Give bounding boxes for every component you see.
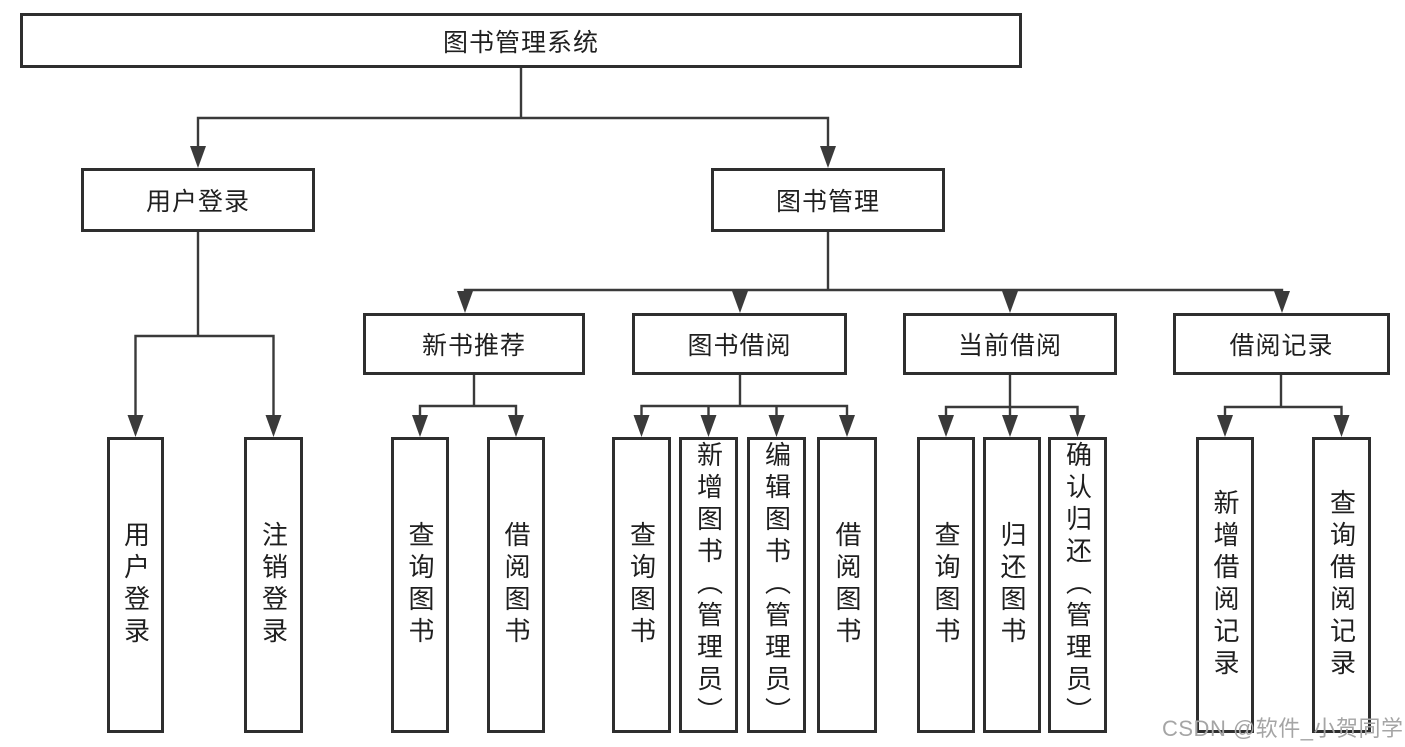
diagram-node-leaf-query-book-2-label: 查询图书 — [626, 521, 657, 649]
diagram-node-leaf-query-book-3: 查询图书 — [917, 437, 975, 733]
diagram-node-borrow-record: 借阅记录 — [1173, 313, 1390, 375]
connector-root-to-level1 — [190, 66, 836, 168]
connector-book-mgmt-to-level2 — [457, 230, 1290, 313]
diagram-node-new-book-rec-label: 新书推荐 — [421, 332, 526, 360]
diagram-node-book-mgmt-label: 图书管理 — [775, 188, 880, 216]
diagram-node-leaf-logout: 注销登录 — [244, 437, 303, 733]
diagram-node-leaf-add-book-label: 新增图书（管理员） — [693, 441, 724, 729]
connector-current-borrow-to-children — [938, 373, 1086, 437]
diagram-node-current-borrow-label: 当前借阅 — [957, 332, 1062, 360]
diagram-node-leaf-query-borrow-record-label: 查询借阅记录 — [1326, 489, 1357, 681]
diagram-node-leaf-user-login: 用户登录 — [107, 437, 164, 733]
diagram-node-leaf-confirm-return-label: 确认归还（管理员） — [1062, 441, 1093, 729]
diagram-node-book-mgmt: 图书管理 — [711, 168, 945, 232]
diagram-node-book-borrow-label: 图书借阅 — [687, 332, 792, 360]
diagram-node-leaf-return-book-label: 归还图书 — [997, 521, 1027, 649]
connector-borrow-record-to-children — [1217, 373, 1350, 437]
diagram-node-new-book-rec: 新书推荐 — [363, 313, 585, 375]
connector-new-book-rec-to-children — [412, 373, 524, 437]
diagram-node-leaf-return-book: 归还图书 — [983, 437, 1041, 733]
diagram-node-leaf-borrow-book-2: 借阅图书 — [817, 437, 877, 733]
diagram-node-leaf-confirm-return: 确认归还（管理员） — [1048, 437, 1107, 733]
diagram-node-leaf-query-book-1: 查询图书 — [391, 437, 449, 733]
diagram-node-leaf-query-book-2: 查询图书 — [612, 437, 671, 733]
diagram-node-book-borrow: 图书借阅 — [632, 313, 847, 375]
diagram-node-leaf-add-borrow-record: 新增借阅记录 — [1196, 437, 1254, 733]
diagram-node-leaf-query-book-3-label: 查询图书 — [931, 521, 961, 649]
diagram-node-leaf-edit-book: 编辑图书（管理员） — [747, 437, 806, 733]
diagram-node-leaf-add-book: 新增图书（管理员） — [679, 437, 738, 733]
diagram-node-leaf-borrow-book-1: 借阅图书 — [487, 437, 545, 733]
diagram-node-leaf-borrow-book-2-label: 借阅图书 — [832, 521, 862, 649]
diagram-node-user-login-group-label: 用户登录 — [145, 188, 250, 216]
csdn-watermark: CSDN @软件_小贺同学 — [1162, 716, 1404, 741]
diagram-node-leaf-query-borrow-record: 查询借阅记录 — [1312, 437, 1371, 733]
diagram-node-leaf-borrow-book-1-label: 借阅图书 — [501, 521, 531, 649]
connector-user-login-to-children — [127, 230, 282, 437]
diagram-node-root: 图书管理系统 — [20, 13, 1022, 68]
diagram-node-leaf-user-login-label: 用户登录 — [120, 521, 151, 649]
diagram-node-user-login-group: 用户登录 — [81, 168, 315, 232]
connector-book-borrow-to-children — [633, 373, 855, 437]
diagram-node-borrow-record-label: 借阅记录 — [1229, 332, 1334, 360]
diagram-node-current-borrow: 当前借阅 — [903, 313, 1117, 375]
diagram-node-leaf-edit-book-label: 编辑图书（管理员） — [761, 441, 792, 729]
diagram-node-leaf-query-book-1-label: 查询图书 — [405, 521, 435, 649]
diagram-node-root-label: 图书管理系统 — [442, 28, 599, 57]
diagram-node-leaf-logout-label: 注销登录 — [258, 521, 289, 649]
diagram-node-leaf-add-borrow-record-label: 新增借阅记录 — [1210, 489, 1240, 681]
